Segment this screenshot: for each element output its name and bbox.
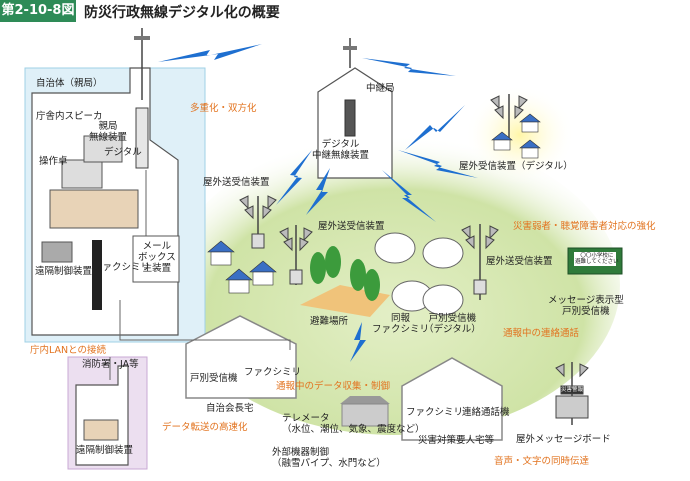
board-text: 〇〇小学校に 避難してください <box>575 253 619 266</box>
message-receiver-label: メッセージ表示型 戸別受信機 <box>548 295 624 317</box>
telemeter-label: テレメータ （水位、潮位、気象、震度など） <box>282 413 425 435</box>
console-label: 操作卓 <box>39 156 68 167</box>
radio-links <box>158 44 478 362</box>
parent-station-label: 親局 無線装置 <box>89 121 128 143</box>
municipal-antenna-element <box>134 36 150 40</box>
message-display-receiver <box>567 247 623 275</box>
figure-number-badge: 第2-10-8図 <box>0 0 76 22</box>
houses-receiver <box>491 113 541 159</box>
speaker-tower-left <box>239 195 277 249</box>
relay-radio-unit <box>344 99 356 137</box>
figure-title: 防災行政無線デジタル化の概要 <box>84 5 280 21</box>
link-data <box>350 322 366 362</box>
fax-bubbles <box>374 232 464 316</box>
houses-left <box>207 240 277 294</box>
speaker-tower-receiver <box>490 94 528 150</box>
remote-keyboard <box>41 241 73 263</box>
evacuation-trees <box>310 246 380 301</box>
disaster-house-building <box>401 357 503 441</box>
disaster-fax-label: ファクシミリ <box>406 407 464 418</box>
annotation-lan: 庁内LANとの接続 <box>30 345 107 356</box>
fire-dept-title: 消防署・JA等 <box>82 359 139 370</box>
digital-label: デジタル <box>104 147 142 158</box>
annotation-reporting: 通報中の連絡通話 <box>503 328 580 339</box>
municipality-title: 自治体（親局） <box>36 78 103 89</box>
fax-label: ファクシミリ <box>93 262 151 273</box>
speaker-tower-board <box>555 362 589 425</box>
link-relay-right2 <box>398 150 478 178</box>
speaker-tower-right <box>461 224 499 300</box>
board-header: 災害警報 <box>561 387 584 393</box>
fax-sync-label: 同報 ファクシミリ <box>372 313 430 335</box>
annotation-simultaneous: 音声・文字の同時伝達 <box>494 456 590 467</box>
annotation-data-transfer: データ転送の高速化 <box>162 422 248 433</box>
relay-digital-label: デジタル 中継無線装置 <box>312 139 370 161</box>
remote-control-label: 遠隔制御装置 <box>35 266 93 277</box>
station-center-label: 屋外送受信装置 <box>318 221 385 232</box>
station-right-label: 屋外送受信装置 <box>486 256 553 267</box>
residence-building <box>185 315 297 399</box>
disaster-contact-label: 連絡通話機 <box>462 407 510 418</box>
external-control-label: 外部機器制御 （融雪パイプ、水門など） <box>272 447 386 469</box>
link-relay-receiver <box>362 58 456 76</box>
outdoor-board-label: 屋外メッセージボード <box>516 434 611 445</box>
link-relay-center <box>306 168 330 215</box>
household-digital-label: 戸別受信機 （デジタル） <box>424 313 481 335</box>
annotation-vulnerable: 災害弱者・聴覚障害者対応の強化 <box>513 221 656 232</box>
residence-fax-label: ファクシミリ <box>244 367 302 378</box>
annotation-data-collection: 通報中のデータ収集・制御 <box>276 381 391 392</box>
link-muni-relay <box>158 44 262 62</box>
speaker-tower-center <box>279 225 313 285</box>
receiver-digital-label: 屋外受信装置（デジタル） <box>459 161 573 172</box>
disaster-house-name: 災害対策要人宅等 <box>418 435 495 446</box>
fire-remote-desk <box>83 419 119 441</box>
operation-desk <box>49 189 139 229</box>
residence-household-label: 戸別受信機 <box>190 373 238 384</box>
mailbox-label: メール ボックス 主装置 <box>138 241 176 274</box>
mailbox-unit <box>92 240 102 310</box>
evacuation-label: 避難場所 <box>310 316 349 327</box>
parent-radio-unit <box>135 107 149 169</box>
telemeter-building <box>340 396 390 427</box>
figure-header: 第2-10-8図 防災行政無線デジタル化の概要 <box>0 0 690 22</box>
mailbox-box <box>132 235 180 283</box>
speaker-label: 庁舎内スピーカ <box>36 111 103 122</box>
annotation-multiplex: 多重化・双方化 <box>190 103 257 114</box>
fire-remote-label: 遠隔制御装置 <box>76 445 134 456</box>
glow-receiver <box>465 85 575 185</box>
console-monitor <box>83 135 123 163</box>
relay-title: 中継局 <box>366 83 395 94</box>
link-relay-right <box>382 170 436 222</box>
console-computer <box>61 159 103 189</box>
residence-name: 自治会長宅 <box>206 403 254 414</box>
relay-antenna-element <box>343 46 357 50</box>
station-left-label: 屋外送受信装置 <box>203 177 270 188</box>
